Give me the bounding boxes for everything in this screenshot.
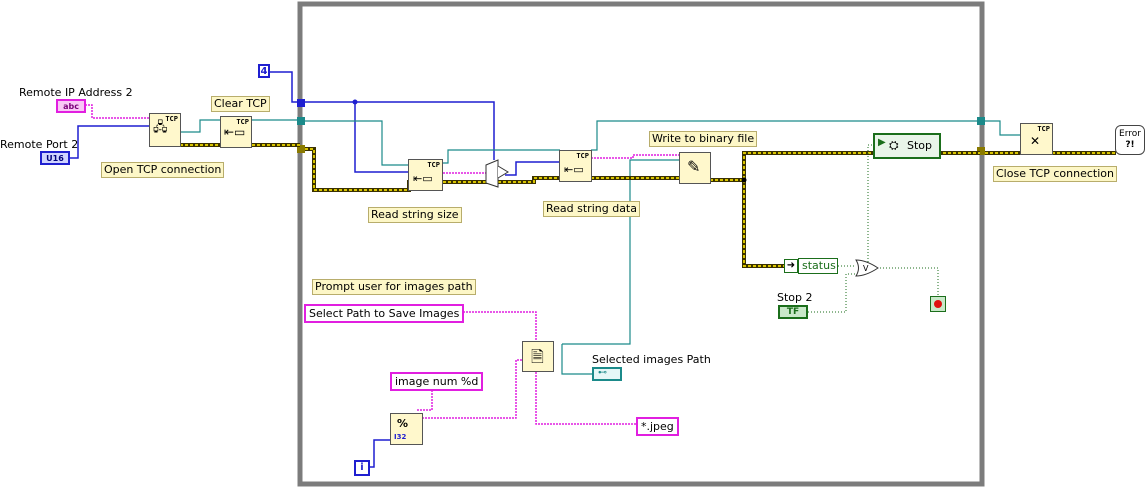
loop-tunnel-error-in — [297, 145, 305, 153]
format-i32-icon: I32 — [394, 433, 407, 441]
write-binary-node[interactable]: ✎ — [679, 152, 711, 184]
loop-tunnel-error-out — [977, 147, 985, 155]
stop-graphic-icon: ⛭ — [889, 138, 899, 152]
tcp-tag: TCP — [576, 152, 589, 160]
selected-path-indicator[interactable]: ⊷ — [592, 367, 622, 381]
status-unbundle[interactable]: status — [798, 258, 838, 274]
read-string-size-label: Read string size — [368, 207, 462, 223]
remote-ip-label: Remote IP Address 2 — [19, 86, 133, 99]
selected-path-label: Selected images Path — [592, 353, 711, 366]
stop2-label: Stop 2 — [777, 291, 813, 304]
file-pattern-constant[interactable]: *.jpeg — [636, 417, 679, 436]
remote-port-terminal[interactable]: U16 — [40, 151, 70, 165]
tcp-tag: TCP — [236, 118, 249, 126]
loop-tunnel-refnum-out — [977, 117, 985, 125]
stop-label: Stop — [907, 139, 933, 152]
or-gate[interactable]: V — [855, 259, 879, 277]
iteration-terminal: i — [354, 460, 370, 476]
status-arrow-icon: ➜ — [784, 259, 798, 273]
format-string-node[interactable]: % I32 — [390, 413, 423, 445]
stop-arrow-icon: ▶ — [878, 137, 886, 148]
remote-port-label: Remote Port 2 — [0, 138, 79, 151]
tcp-read-data-node[interactable]: TCP ⇤▭ — [559, 150, 592, 182]
tcp-open-node[interactable]: TCP 🖧 — [149, 113, 181, 147]
close-connection-icon: ✕ — [1030, 134, 1041, 148]
open-tcp-label: Open TCP connection — [101, 162, 225, 178]
stop2-terminal[interactable]: TF — [778, 305, 808, 319]
write-binary-label: Write to binary file — [649, 131, 758, 147]
format-percent-icon: % — [397, 417, 409, 430]
tcp-tag: TCP — [427, 161, 440, 169]
clear-tcp-label: Clear TCP — [211, 96, 270, 112]
stop-indicator[interactable]: ▶ ⛭ Stop — [873, 133, 941, 159]
filename-format-constant[interactable]: image num %d — [390, 372, 484, 391]
file-dialog-node[interactable]: 🗎 — [522, 341, 554, 372]
file-dialog-icon: 🗎 — [531, 347, 544, 366]
tcp-tag: TCP — [165, 115, 178, 123]
dialog-prompt-constant[interactable]: Select Path to Save Images — [304, 304, 465, 323]
error-glyph-icon: ?! — [1125, 140, 1135, 150]
tcp-tag: TCP — [1037, 125, 1050, 133]
remote-ip-terminal[interactable]: abc — [56, 99, 86, 113]
tcp-close-node[interactable]: TCP ✕ — [1020, 123, 1053, 155]
unflatten-node[interactable] — [485, 159, 509, 188]
read-string-data-label: Read string data — [543, 201, 640, 217]
network-icon: 🖧 — [153, 120, 168, 135]
stop-sign-icon — [934, 300, 942, 308]
close-tcp-label: Close TCP connection — [993, 166, 1117, 182]
bytes-constant[interactable]: 4 — [258, 64, 270, 78]
tcp-clear-node[interactable]: TCP ⇤▭ — [220, 116, 252, 148]
read-icon: ⇤▭ — [413, 172, 433, 185]
wire-ip-string — [85, 104, 150, 119]
path-icon: ⊷ — [598, 368, 607, 378]
read-icon: ⇤▭ — [564, 163, 584, 176]
loop-condition-terminal[interactable] — [930, 296, 946, 312]
loop-tunnel-refnum-in — [297, 117, 305, 125]
svg-text:V: V — [863, 264, 869, 273]
read-icon: ⇤▭ — [224, 125, 246, 139]
file-write-icon: ✎ — [687, 157, 701, 176]
error-handler-node[interactable]: Error ?! — [1115, 125, 1145, 155]
prompt-user-label: Prompt user for images path — [312, 279, 476, 295]
while-loop-frame[interactable] — [297, 1, 985, 487]
loop-tunnel-numeric — [297, 99, 305, 107]
error-text: Error — [1119, 129, 1141, 139]
tcp-read-size-node[interactable]: TCP ⇤▭ — [408, 159, 443, 191]
